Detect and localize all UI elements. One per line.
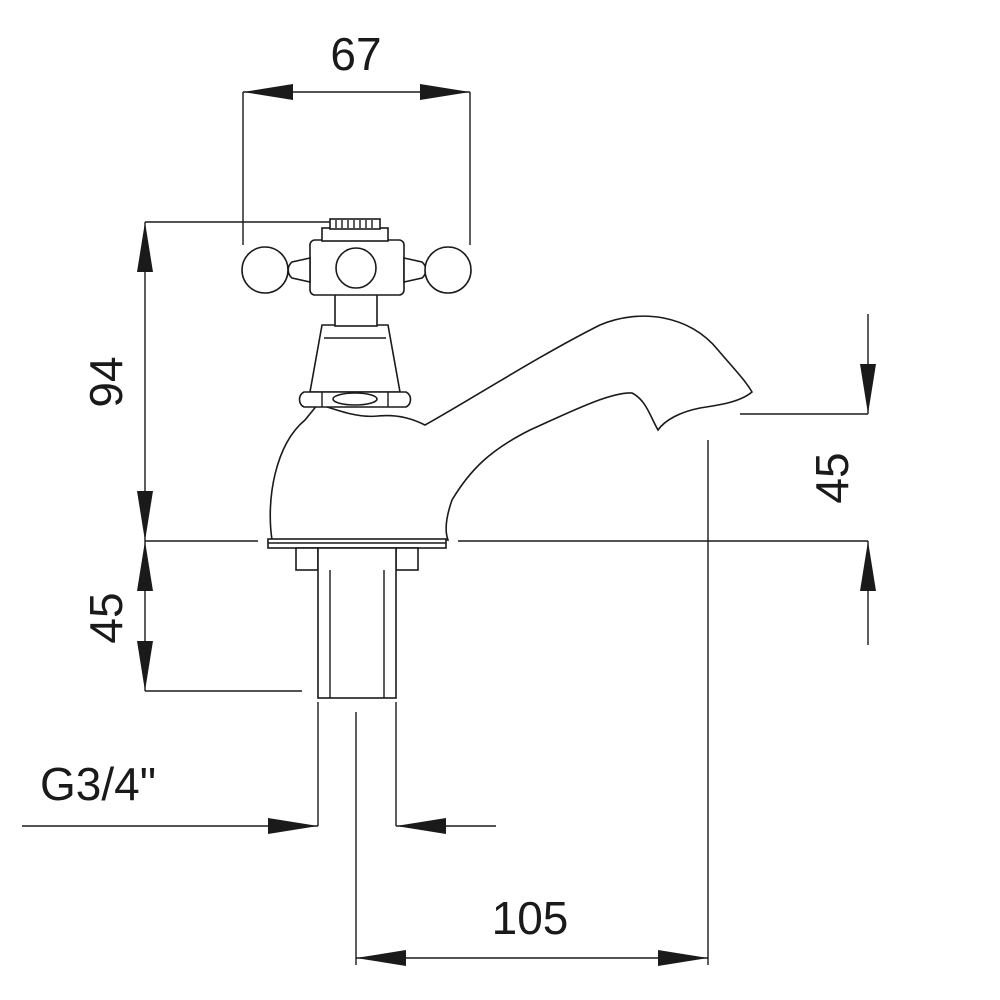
right-locknut (395, 547, 419, 571)
reach-label: 105 (492, 892, 569, 944)
handle-collar (309, 324, 401, 393)
right-knob (424, 246, 472, 294)
dimension-spout-height: 45 (806, 314, 876, 645)
dimension-handle-width: 67 (243, 28, 470, 100)
spout-body (269, 315, 754, 541)
dimension-thread: G3/4" (22, 758, 496, 834)
spout-height-label: 45 (806, 452, 858, 503)
left-locknut (295, 547, 319, 571)
knurl-lines (335, 220, 373, 228)
top-cap (321, 227, 389, 242)
left-knob (241, 246, 289, 294)
right-arm (403, 257, 427, 283)
top-cap-knurl (329, 218, 381, 230)
decorative-oval (332, 392, 378, 406)
height-label: 94 (80, 356, 132, 407)
handle-stem (334, 291, 378, 327)
thread-label: G3/4" (40, 758, 156, 810)
threaded-shank (317, 547, 397, 699)
faucet-outline (241, 218, 754, 699)
handle-width-label: 67 (330, 28, 381, 80)
left-arm (287, 257, 311, 283)
dimension-shank-length: 45 (80, 541, 153, 691)
dimension-spout-reach: 105 (356, 892, 708, 966)
extension-lines (145, 92, 868, 965)
shank-length-label: 45 (80, 592, 132, 643)
dimension-height-above-deck: 94 (80, 222, 153, 541)
hub-center-circle (335, 247, 377, 289)
